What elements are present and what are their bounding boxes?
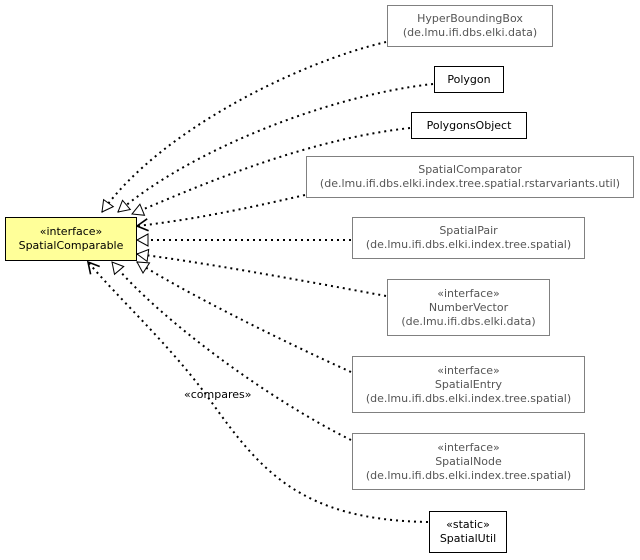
- class-box-spatialutil[interactable]: «static» SpatialUtil: [429, 511, 507, 553]
- class-line: SpatialComparator: [418, 163, 522, 176]
- class-line: (de.lmu.ifi.dbs.elki.index.tree.spatial): [365, 468, 572, 482]
- class-line: «static»: [446, 518, 490, 531]
- class-box-spatialcomparator[interactable]: SpatialComparator (de.lmu.ifi.dbs.elki.i…: [306, 156, 634, 198]
- class-box-polygon[interactable]: Polygon: [434, 66, 504, 93]
- edge-path: [136, 261, 352, 373]
- class-line: «interface»: [437, 286, 500, 300]
- class-line: Polygon: [447, 72, 491, 86]
- class-line: (de.lmu.ifi.dbs.elki.index.tree.spatial): [365, 391, 572, 405]
- implements-arrowhead: [111, 261, 125, 276]
- edge-path: [111, 261, 352, 441]
- class-line: HyperBoundingBox: [417, 12, 523, 25]
- edge-path: [117, 83, 434, 213]
- class-line: SpatialPair: [439, 224, 498, 237]
- class-box-polygonsobject[interactable]: PolygonsObject: [411, 112, 527, 139]
- class-line: SpatialEntry: [434, 377, 503, 391]
- class-box-numbervector[interactable]: «interface» NumberVector (de.lmu.ifi.dbs…: [387, 279, 550, 336]
- class-box-spatialnode[interactable]: «interface» SpatialNode (de.lmu.ifi.dbs.…: [352, 433, 585, 490]
- class-box-spatialentry[interactable]: «interface» SpatialEntry (de.lmu.ifi.dbs…: [352, 356, 585, 413]
- implements-arrowhead: [117, 199, 132, 213]
- edge-path: [131, 127, 411, 215]
- implements-arrowhead: [131, 203, 146, 216]
- edge-path: [87, 261, 429, 523]
- edge-path: [101, 41, 387, 213]
- compares-edge-label: «compares»: [184, 388, 252, 401]
- class-line: SpatialUtil: [439, 532, 497, 545]
- edge-path: [136, 253, 387, 297]
- class-line: (de.lmu.ifi.dbs.elki.data): [401, 314, 536, 328]
- class-line: (de.lmu.ifi.dbs.elki.index.tree.spatial.…: [319, 177, 621, 190]
- class-box-spatialcomparable[interactable]: «interface» SpatialComparable: [5, 217, 137, 261]
- focus-stereotype: «interface»: [39, 225, 103, 238]
- implements-arrowhead: [101, 198, 115, 213]
- class-line: (de.lmu.ifi.dbs.elki.data): [402, 26, 538, 39]
- class-line: (de.lmu.ifi.dbs.elki.index.tree.spatial): [365, 238, 572, 251]
- class-line: «interface»: [437, 363, 500, 377]
- implements-arrowhead: [136, 261, 151, 274]
- class-box-hyperboundingbox[interactable]: HyperBoundingBox (de.lmu.ifi.dbs.elki.da…: [387, 5, 553, 47]
- edge-path: [136, 194, 306, 227]
- implements-arrowhead: [135, 248, 150, 263]
- dependency-arrowhead: [86, 260, 100, 275]
- focus-class-name: SpatialComparable: [18, 239, 124, 252]
- implements-arrowhead: [135, 233, 149, 247]
- class-line: SpatialNode: [435, 454, 502, 468]
- class-line: «interface»: [437, 440, 500, 454]
- class-box-spatialpair[interactable]: SpatialPair (de.lmu.ifi.dbs.elki.index.t…: [352, 217, 585, 259]
- dependency-arrowhead: [135, 218, 149, 232]
- class-line: PolygonsObject: [426, 118, 512, 132]
- class-line: NumberVector: [428, 300, 509, 314]
